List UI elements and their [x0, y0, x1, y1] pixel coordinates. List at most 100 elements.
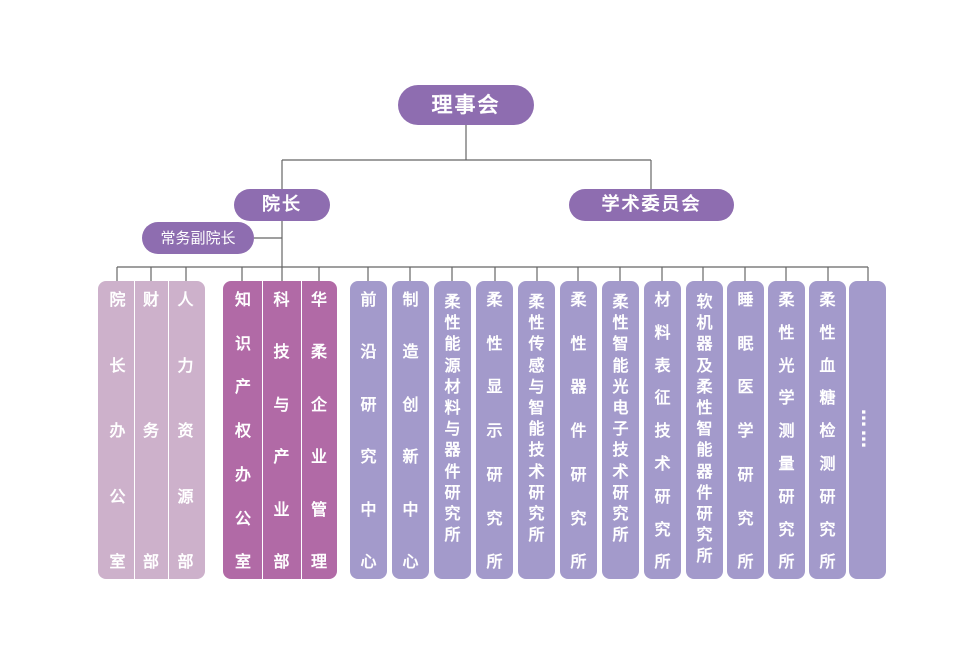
- unit-label-char: 办: [109, 421, 126, 441]
- unit-label-char: 柔: [612, 292, 629, 311]
- unit-label-char: 眠: [737, 333, 754, 353]
- unit-label-char: 沿: [360, 342, 377, 362]
- unit-label-char: 制: [402, 290, 419, 309]
- research-unit-optoelectronics: 柔性智能光电子技术研究所: [602, 281, 639, 579]
- unit-label-char: 料: [654, 322, 671, 342]
- research-unit-display: 柔性显示研究所: [476, 281, 513, 579]
- unit-label-char: 华: [310, 290, 327, 309]
- unit-label-char: 与: [528, 376, 545, 396]
- unit-label-char: 产: [234, 377, 251, 397]
- unit-label-char: 研: [819, 486, 836, 506]
- unit-label-char: 学: [778, 388, 795, 408]
- unit-label-char: 新: [402, 447, 419, 467]
- unit-label-char: 性: [696, 398, 713, 418]
- unit-label-char: 研: [778, 486, 795, 506]
- unit-label-char: 性: [444, 313, 461, 333]
- unit-label-char: 智: [528, 398, 545, 418]
- research-unit-manufacturing-center: 制造创新中心: [392, 281, 429, 579]
- unit-label-char: 中: [402, 499, 419, 519]
- unit-label-char: 件: [696, 482, 713, 502]
- unit-label-char: 前: [360, 290, 377, 309]
- unit-label-char: 究: [737, 508, 754, 528]
- unit-label-char: 术: [528, 461, 545, 481]
- corporate-unit-enterprise-mgmt: 华柔企业管理: [301, 281, 337, 579]
- unit-label-char: 传: [528, 334, 545, 354]
- unit-label-char: 公: [234, 508, 251, 528]
- unit-label-char: 究: [486, 508, 503, 528]
- unit-label-char: 性: [528, 313, 545, 333]
- unit-label-char: 电: [612, 398, 629, 418]
- unit-label-char: 企: [310, 394, 327, 414]
- admin-units-group: [98, 281, 205, 579]
- unit-label-char: 材: [444, 376, 461, 396]
- unit-label-char: 柔: [528, 292, 545, 311]
- unit-label-char: 显: [486, 377, 503, 397]
- academic-committee-node: 学术委员会: [569, 189, 734, 221]
- unit-label-char: 柔: [444, 292, 461, 311]
- unit-label-char: 室: [234, 552, 251, 572]
- unit-label-char: 性: [819, 322, 836, 342]
- unit-label-char: 柔: [696, 376, 713, 396]
- unit-label-char: 能: [612, 355, 629, 375]
- unit-label-char: 所: [528, 525, 545, 545]
- unit-label-char: 表: [654, 355, 671, 375]
- research-unit-characterization: 材料表征技术研究所: [644, 281, 681, 579]
- admin-divider: [168, 281, 169, 579]
- unit-label-char: 研: [570, 464, 587, 484]
- unit-label-char: 理: [310, 552, 327, 572]
- unit-label-char: 机: [696, 313, 713, 333]
- research-unit-optical-measurement: 柔性光学测量研究所: [768, 281, 805, 579]
- unit-label-char: 与: [273, 394, 290, 414]
- unit-label-char: 究: [778, 519, 795, 539]
- unit-label-char: 究: [360, 447, 377, 467]
- research-unit-sensing: 柔性传感与智能技术研究所: [518, 281, 555, 579]
- unit-label-char: 所: [696, 546, 713, 566]
- unit-label-char: 料: [444, 398, 461, 418]
- president-node: 院长: [234, 189, 330, 221]
- admin-unit-finance: 财务部: [134, 281, 168, 579]
- unit-label-char: 糖: [819, 388, 836, 408]
- unit-label-char: 部: [273, 552, 290, 572]
- unit-label-char: 器: [444, 440, 461, 460]
- unit-label-char: 业: [310, 447, 327, 467]
- corporate-divider: [262, 281, 263, 579]
- research-unit-glucose-detection: 柔性血糖检测研究所: [809, 281, 846, 579]
- unit-label-char: 究: [612, 504, 629, 524]
- unit-label-char: 究: [528, 504, 545, 524]
- unit-label-char: 研: [737, 464, 754, 484]
- unit-label-char: 所: [737, 552, 754, 572]
- corporate-divider: [301, 281, 302, 579]
- unit-label-char: 智: [696, 419, 713, 439]
- unit-label-char: 研: [528, 482, 545, 502]
- unit-label-char: 科: [273, 290, 290, 309]
- unit-label-char: 究: [819, 519, 836, 539]
- unit-label-char: 性: [778, 322, 795, 342]
- unit-label-char: 器: [696, 461, 713, 481]
- unit-label-char: 资: [177, 421, 194, 441]
- unit-label-char: 权: [234, 421, 251, 441]
- executive-vice-president-node: 常务副院长: [142, 222, 254, 254]
- admin-unit-hr: 人力资源部: [168, 281, 203, 579]
- unit-label-char: 血: [819, 355, 836, 375]
- research-unit-devices: 柔性器件研究所: [560, 281, 597, 579]
- unit-label-char: 感: [528, 355, 545, 375]
- unit-label-char: 征: [654, 388, 671, 408]
- more-units-ellipsis: ……: [857, 409, 878, 451]
- unit-label-char: 件: [444, 461, 461, 481]
- unit-label-char: 研: [654, 486, 671, 506]
- unit-label-char: 所: [654, 552, 671, 572]
- corporate-unit-tech-industry: 科技与产业部: [262, 281, 301, 579]
- unit-label-char: 心: [402, 552, 419, 572]
- unit-label-char: 所: [778, 552, 795, 572]
- unit-label-char: 柔: [310, 342, 327, 362]
- unit-label-char: 子: [612, 419, 629, 439]
- unit-label-char: 识: [234, 333, 251, 353]
- unit-label-char: 公: [109, 486, 126, 506]
- unit-label-char: 技: [612, 440, 629, 460]
- unit-label-char: 研: [612, 482, 629, 502]
- unit-label-char: 光: [612, 376, 629, 396]
- unit-label-char: 所: [570, 552, 587, 572]
- unit-label-char: 心: [360, 552, 377, 572]
- unit-label-char: 柔: [819, 290, 836, 309]
- more-units-box: ……: [849, 281, 886, 579]
